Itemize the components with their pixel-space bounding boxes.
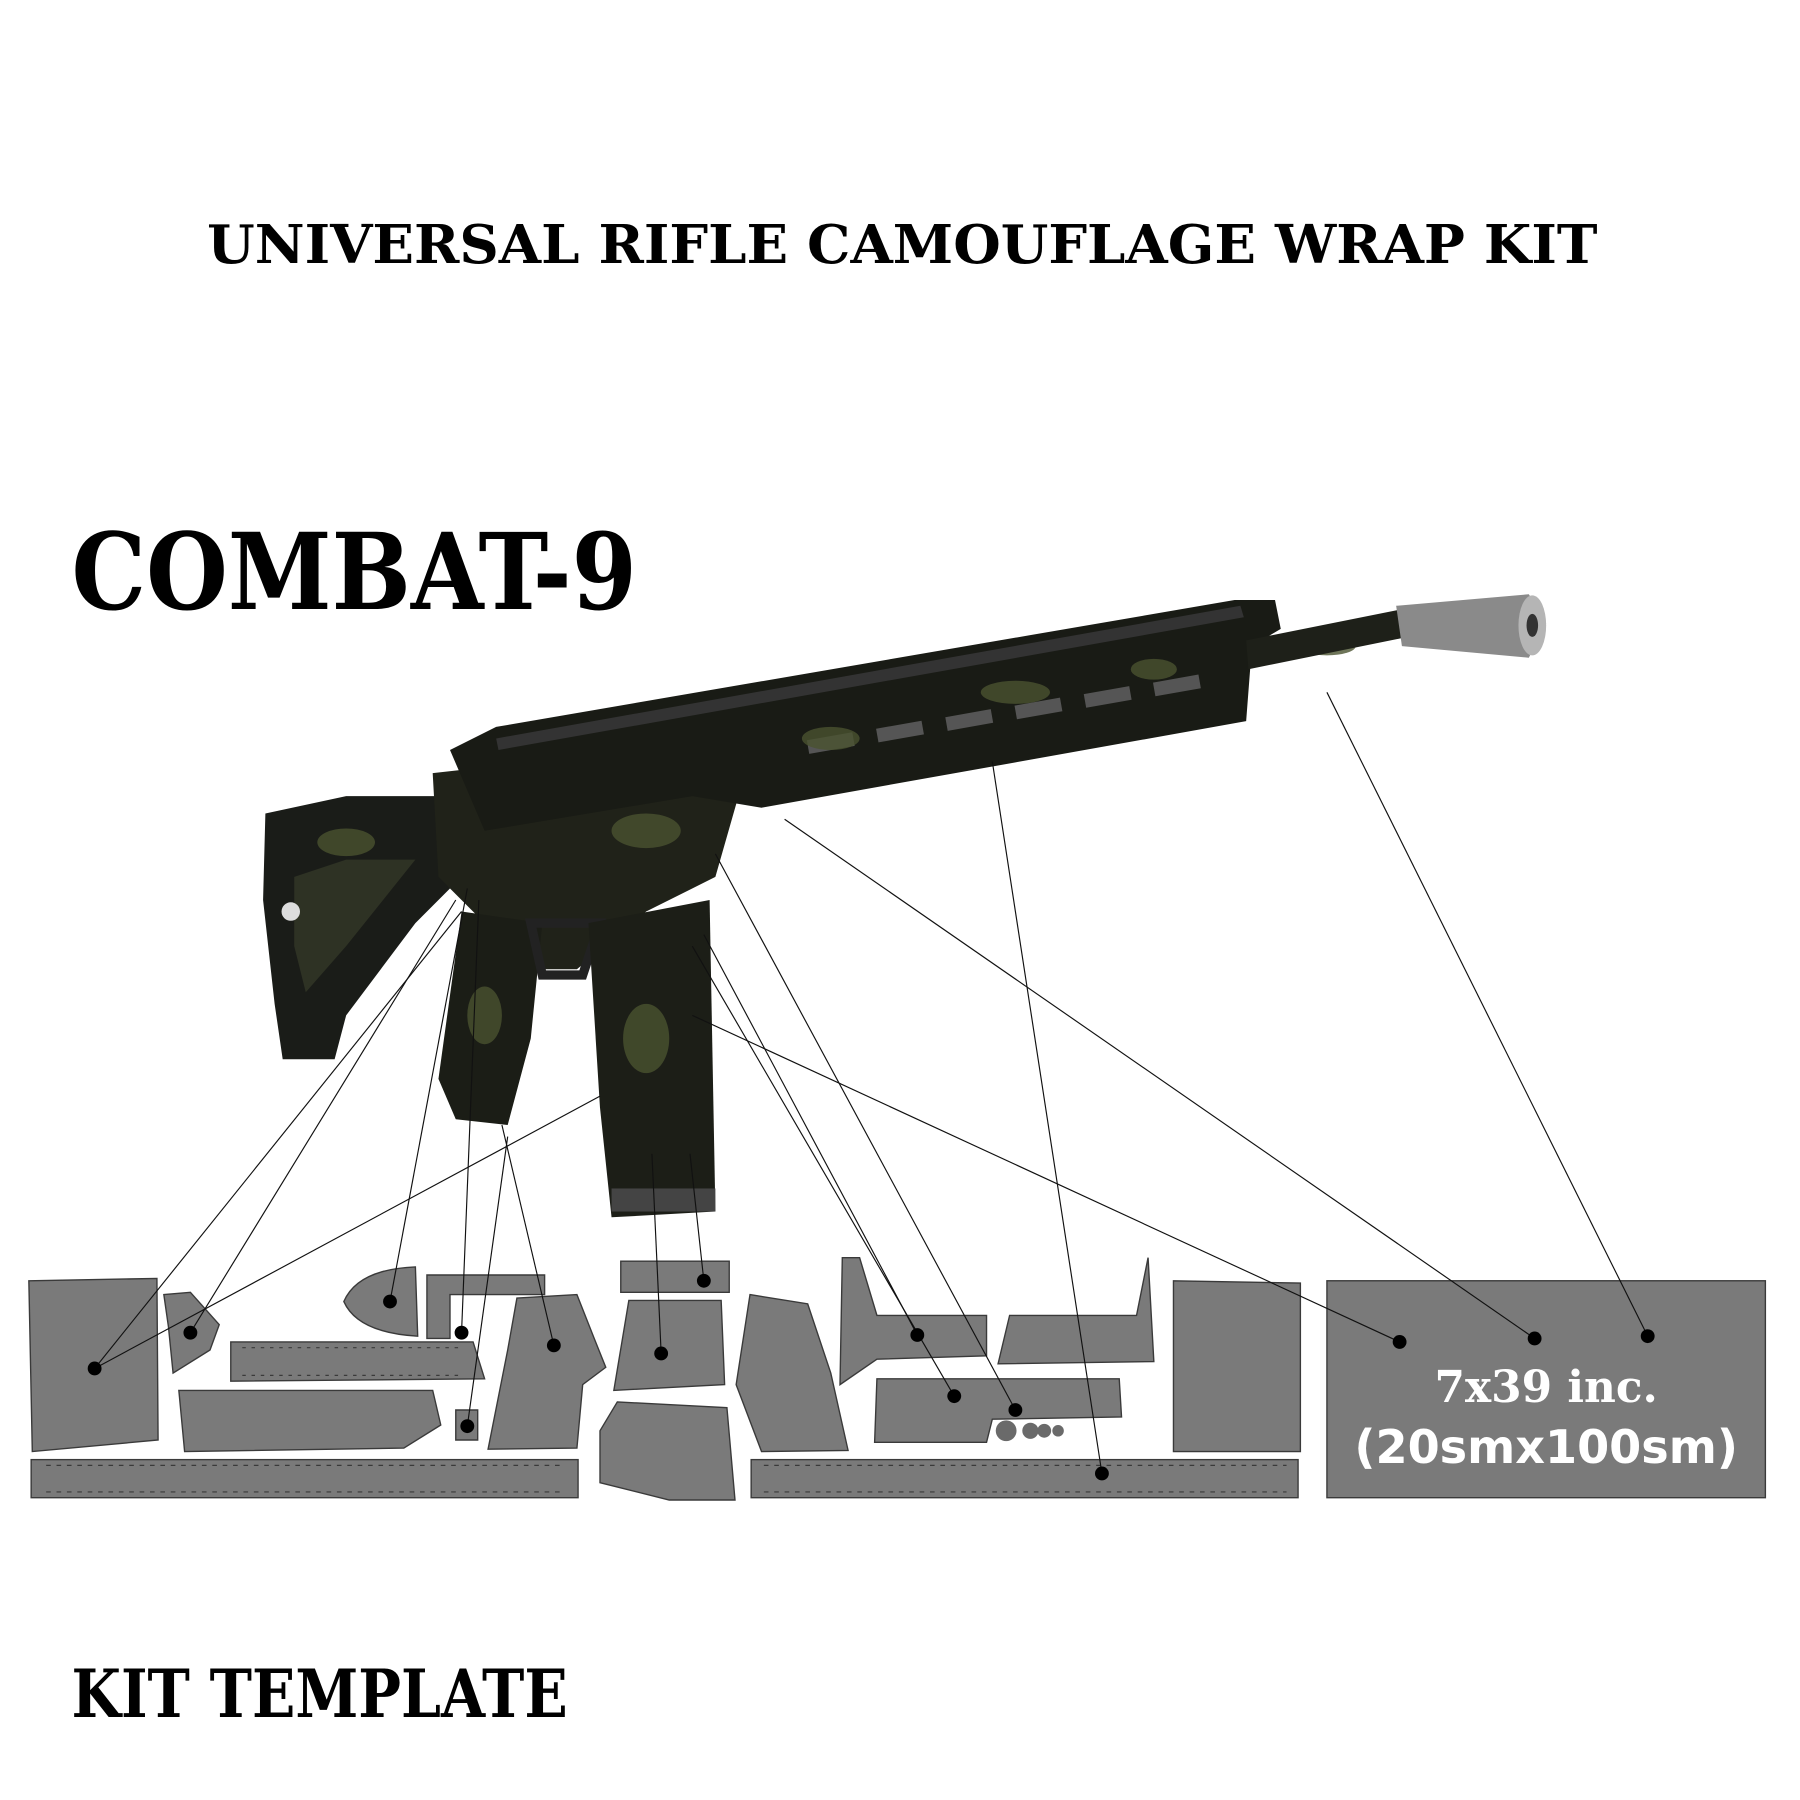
pattern-name: COMBAT-9 bbox=[72, 510, 637, 635]
leader-lines bbox=[94, 692, 1649, 1474]
rifle-image bbox=[263, 594, 1547, 1218]
template-pieces bbox=[28, 1257, 1767, 1501]
attachment-dots bbox=[87, 1273, 1655, 1481]
template-size-line2: (20smx100sm) bbox=[1354, 1420, 1738, 1474]
kit-template-label: KIT TEMPLATE bbox=[72, 1654, 568, 1733]
template-size-line1: 7x39 inc. bbox=[1434, 1362, 1657, 1413]
page-title: UNIVERSAL RIFLE CAMOUFLAGE WRAP KIT bbox=[207, 213, 1597, 276]
